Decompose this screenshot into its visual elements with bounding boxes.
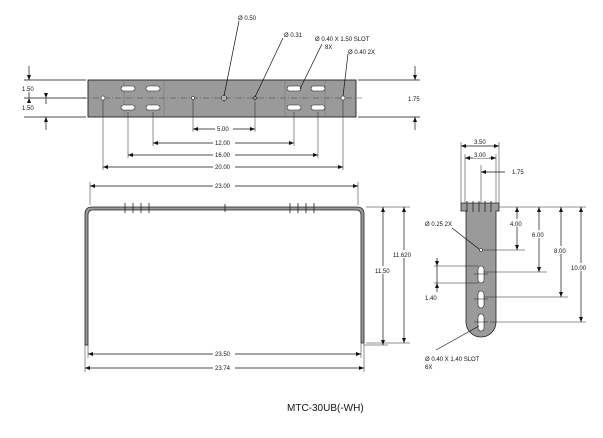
drawing-title: MTC-30UB(-WH) <box>287 403 364 414</box>
side-view: 3.50 3.00 1.75 <box>425 137 592 371</box>
dim-top-width: 23.00 <box>215 184 231 190</box>
dim-side-8: 8.00 <box>554 249 566 255</box>
slot <box>310 85 326 92</box>
dim-20: 20.00 <box>215 165 231 171</box>
side-slot <box>477 290 485 309</box>
dim-bottom-inner: 23.50 <box>215 352 231 358</box>
slot <box>310 104 326 111</box>
dim-side-10: 10.00 <box>571 266 587 272</box>
side-slot <box>477 313 485 332</box>
u-bracket-profile <box>84 206 365 346</box>
dim-right-height: 1.75 <box>408 97 420 103</box>
dim-12: 12.00 <box>215 141 231 147</box>
dim-side-3-00: 3.00 <box>474 153 486 159</box>
callout-slot-qty: 8X <box>325 45 332 51</box>
end-hole <box>340 95 346 101</box>
callout-hole-small: Ø 0.31 <box>284 33 303 39</box>
dim-outer-height: 11.50 <box>375 269 390 275</box>
dim-inner-height: 11.620 <box>393 253 412 259</box>
slot <box>120 104 136 111</box>
side-slot <box>477 265 485 284</box>
callout-slot: Ø 0.40 X 1.50 SLOT <box>315 37 370 43</box>
dim-side-6: 6.00 <box>532 233 544 239</box>
slot <box>145 104 161 111</box>
dim-side-3-50: 3.50 <box>474 140 486 146</box>
top-view: Ø 0.50 Ø 0.31 Ø 0.40 X 1.50 SLOT 8X Ø 0.… <box>22 16 420 171</box>
dim-bottom-outer: 23.74 <box>215 366 231 372</box>
slot <box>286 85 302 92</box>
dim-left-upper: 1.50 <box>22 87 34 93</box>
callout-side-slot: Ø 0.40 X 1.40 SLOT <box>425 357 480 363</box>
dim-side-4: 4.00 <box>510 222 522 228</box>
top-slots <box>120 85 326 111</box>
end-hole <box>100 95 106 101</box>
small-hole <box>191 96 195 100</box>
callout-hole-large: Ø 0.50 <box>238 16 257 22</box>
slot <box>145 85 161 92</box>
callout-side-hole: Ø 0.25 2X <box>425 222 452 228</box>
dim-side-1-40: 1.40 <box>425 296 437 302</box>
dim-5: 5.00 <box>217 127 229 133</box>
side-hole <box>479 248 483 252</box>
dim-side-1-75: 1.75 <box>512 170 524 176</box>
slot <box>286 104 302 111</box>
front-view: 23.00 11.50 11.620 <box>84 181 414 372</box>
callout-hole-end: Ø 0.40 2X <box>348 50 375 56</box>
dim-left-lower: 1.50 <box>22 106 34 112</box>
callout-side-slot-qty: 6X <box>425 365 432 371</box>
dim-16: 16.00 <box>215 153 231 159</box>
slot <box>120 85 136 92</box>
